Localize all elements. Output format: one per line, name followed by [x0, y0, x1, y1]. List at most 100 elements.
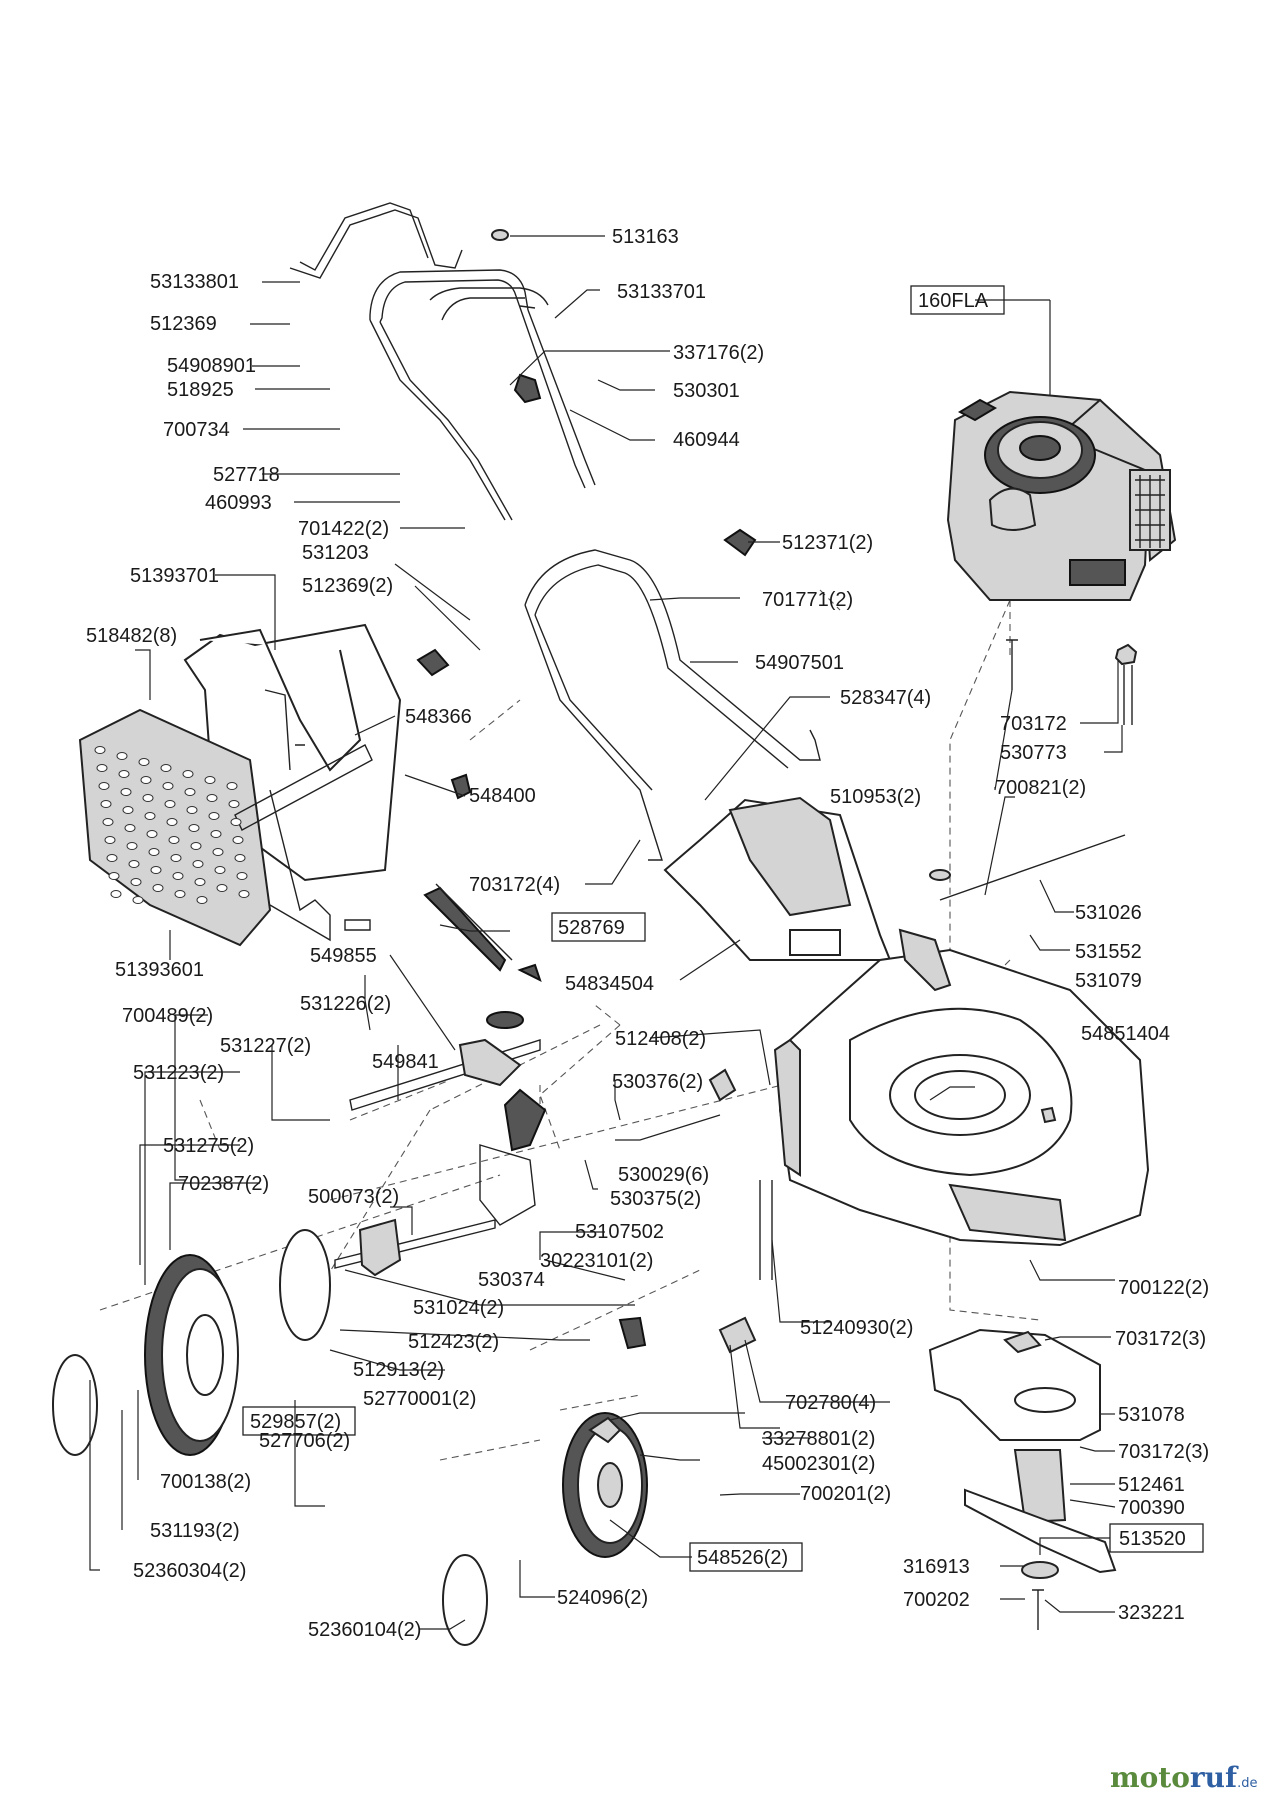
label-l46: 53107502	[575, 1221, 664, 1243]
label-l27: 549855	[310, 945, 377, 967]
mesh-hole	[146, 830, 158, 838]
mesh-hole	[204, 776, 216, 784]
label-l71: 52360304(2)	[133, 1560, 246, 1582]
front-wheel	[442, 1412, 648, 1646]
mesh-hole	[174, 890, 186, 898]
mesh-hole	[130, 878, 142, 886]
label-l75: 52360104(2)	[308, 1619, 421, 1641]
label-l23: 548400	[469, 785, 536, 807]
mesh-hole	[122, 806, 134, 814]
mesh-hole	[160, 764, 172, 772]
mesh-hole	[172, 872, 184, 880]
mesh-hole	[142, 794, 154, 802]
mesh-hole	[166, 818, 178, 826]
label-l64: 700138(2)	[160, 1471, 251, 1493]
mesh-hole	[164, 800, 176, 808]
rear-wheel	[52, 1229, 331, 1456]
mesh-hole	[116, 752, 128, 760]
mesh-hole	[232, 836, 244, 844]
mesh-hole	[132, 896, 144, 904]
label-l52: 703172(3)	[1115, 1328, 1206, 1350]
label-l69: 316913	[903, 1556, 970, 1578]
mesh-hole	[214, 866, 226, 874]
label-l49: 700122(2)	[1118, 1277, 1209, 1299]
label-l5: 337176(2)	[673, 342, 764, 364]
label-l32: 531079	[1075, 970, 1142, 992]
mesh-hole	[168, 836, 180, 844]
label-l19: 518482(8)	[86, 625, 177, 647]
cable-guide-53133801	[289, 202, 463, 279]
leader-lines	[89, 235, 1123, 1630]
label-l67: 531193(2)	[150, 1520, 240, 1542]
label-l60: 33278801(2)	[762, 1428, 875, 1450]
boxed-label-frame	[910, 285, 1005, 315]
mesh-hole	[126, 842, 138, 850]
mesh-hole	[238, 890, 250, 898]
engine-160fla	[946, 390, 1177, 601]
label-l66: 700390	[1118, 1497, 1185, 1519]
label-l29: 510953(2)	[830, 786, 921, 808]
mesh-hole	[102, 818, 114, 826]
svg-text:motoruf.de: motoruf.de	[1110, 1761, 1257, 1794]
blade-assembly	[928, 1328, 1117, 1630]
label-l21: 548366	[405, 706, 472, 728]
mesh-hole	[234, 854, 246, 862]
label-l20: 54907501	[755, 652, 844, 674]
label-l65: 700201(2)	[800, 1483, 891, 1505]
label-l14: 531203	[302, 542, 369, 564]
mesh-hole	[162, 782, 174, 790]
label-l78: 530773	[1000, 742, 1067, 764]
label-l68: 513520	[1119, 1528, 1186, 1550]
drive-belt-528769	[423, 883, 513, 972]
label-l37: 531223(2)	[133, 1062, 224, 1084]
label-l42: 530029(6)	[618, 1164, 709, 1186]
label-l24: 703172(4)	[469, 874, 560, 896]
label-l3: 53133701	[617, 281, 706, 303]
rear-flap-54834504	[663, 796, 892, 961]
mesh-hole	[216, 884, 228, 892]
watermark-part2: ruf	[1190, 1761, 1239, 1794]
label-l61: 703172(3)	[1118, 1441, 1209, 1463]
label-l48: 30223101(2)	[540, 1250, 653, 1272]
label-l43: 702387(2)	[178, 1173, 269, 1195]
label-l45: 530375(2)	[610, 1188, 701, 1210]
mesh-hole	[208, 812, 220, 820]
mesh-hole	[152, 884, 164, 892]
mesh-hole	[100, 800, 112, 808]
mesh-hole	[98, 782, 110, 790]
mesh-hole	[104, 836, 116, 844]
label-l41: 531275(2)	[163, 1135, 254, 1157]
label-l6: 54908901	[167, 355, 256, 377]
mesh-hole	[226, 782, 238, 790]
label-l33: 700489(2)	[122, 1005, 213, 1027]
label-l58: 702780(4)	[785, 1392, 876, 1414]
label-l62: 45002301(2)	[762, 1453, 875, 1475]
label-l59: 531078	[1118, 1404, 1185, 1426]
label-l44: 500073(2)	[308, 1186, 399, 1208]
boxed-label-frame	[242, 1406, 356, 1436]
mesh-hole	[124, 824, 136, 832]
label-l30: 531026	[1075, 902, 1142, 924]
part-labels: 513163 53133801 53133701 512369 337176(2…	[86, 226, 1209, 1641]
mesh-hole	[148, 848, 160, 856]
mesh-hole	[206, 794, 218, 802]
label-l12: 460993	[205, 492, 272, 514]
lower-handle	[524, 549, 821, 861]
small-parts	[416, 229, 1126, 1444]
mesh-hole	[96, 764, 108, 772]
mower-deck-54851404	[773, 928, 1150, 1247]
mesh-hole	[120, 788, 132, 796]
label-l36: 549841	[372, 1051, 439, 1073]
mesh-hole	[144, 812, 156, 820]
boxed-label-frame	[1109, 1523, 1204, 1553]
label-l7: 518925	[167, 379, 234, 401]
label-l15: 512371(2)	[782, 532, 873, 554]
mesh-hole	[188, 824, 200, 832]
mesh-hole	[150, 866, 162, 874]
label-l34: 531226(2)	[300, 993, 391, 1015]
mesh-hole	[196, 896, 208, 904]
mesh-hole	[236, 872, 248, 880]
label-l22: 528347(4)	[840, 687, 931, 709]
